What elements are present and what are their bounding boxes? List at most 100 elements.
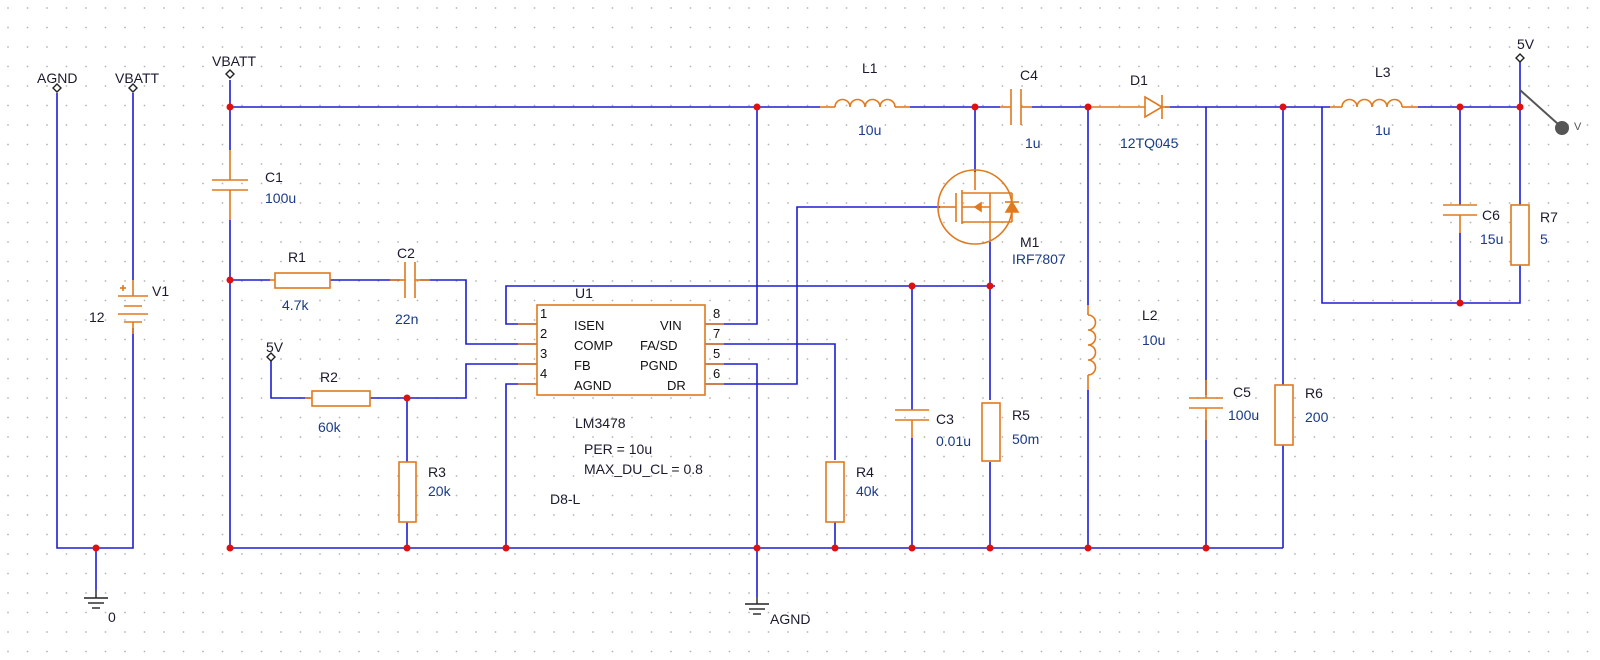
r2-value: 60k (318, 419, 342, 435)
m1-part: IRF7807 (1012, 251, 1066, 267)
junction-dot (908, 544, 916, 552)
capacitor-c1[interactable] (212, 150, 248, 220)
r7-value: 5 (1540, 231, 1548, 247)
resistor-r3[interactable] (398, 461, 417, 523)
wire-pgnd[interactable] (705, 363, 758, 597)
u1-pin2-name: COMP (574, 338, 613, 353)
wire-u1-agnd[interactable] (505, 383, 537, 548)
c5-value: 100u (1228, 407, 1259, 423)
c6-value: 15u (1480, 231, 1503, 247)
l1-value: 10u (858, 122, 881, 138)
u1-ref: U1 (575, 285, 593, 301)
r3-value: 20k (428, 483, 452, 499)
junction-dot (226, 276, 234, 284)
junction-dot (92, 544, 100, 552)
junction-dot (226, 544, 234, 552)
capacitor-c3[interactable] (895, 409, 929, 438)
junction-dot (226, 103, 234, 111)
u1-pin7-num: 7 (713, 326, 720, 341)
port-5v-r2[interactable] (266, 352, 276, 362)
u1-pin6-name: DR (667, 378, 686, 393)
u1-pin3-num: 3 (540, 346, 547, 361)
c3-ref: C3 (936, 411, 954, 427)
u1-pin3-name: FB (574, 358, 591, 373)
resistor-r6[interactable] (1274, 384, 1294, 446)
ground-0-label: 0 (108, 609, 116, 625)
capacitor-c6[interactable] (1443, 204, 1477, 233)
junction-dot (502, 544, 510, 552)
ground-0-icon[interactable] (84, 590, 108, 609)
u1-pin4-num: 4 (540, 366, 547, 381)
wire-dr[interactable] (705, 206, 940, 385)
wire-r2-fb[interactable] (370, 363, 537, 399)
u1-pin1-num: 1 (540, 306, 547, 321)
u1-pin7-name: FA/SD (640, 338, 678, 353)
junction-dot (1084, 103, 1092, 111)
r5-ref: R5 (1012, 407, 1030, 423)
port-agnd-left[interactable] (52, 83, 62, 93)
l1-ref: L1 (862, 60, 878, 76)
wire-vbatt-left[interactable] (96, 93, 134, 549)
diode-d1[interactable] (1090, 95, 1170, 119)
junction-dot (753, 544, 761, 552)
junction-dot (1202, 544, 1210, 552)
junction-dot (1084, 544, 1092, 552)
u1-pin5-name: PGND (640, 358, 678, 373)
u1-pin1-name: ISEN (574, 318, 604, 333)
ground-agnd-icon[interactable] (745, 597, 769, 615)
u1-param-maxdu: MAX_DU_CL = 0.8 (584, 461, 703, 477)
junction-dot (1279, 103, 1287, 111)
resistor-r7[interactable] (1510, 204, 1530, 266)
resistor-r4[interactable] (825, 461, 845, 523)
junction-dot (1456, 299, 1464, 307)
m1-ref: M1 (1020, 234, 1040, 250)
voltage-probe-label: V (1574, 121, 1582, 133)
wire-agnd-left[interactable] (56, 93, 96, 549)
junction-dot (753, 103, 761, 111)
resistor-r5[interactable] (981, 402, 1001, 462)
c6-ref: C6 (1482, 207, 1500, 223)
port-5v-out[interactable] (1515, 53, 1525, 63)
inductor-l1[interactable] (820, 98, 910, 108)
capacitor-c4[interactable] (1000, 89, 1032, 125)
mosfet-m1[interactable] (937, 169, 1020, 245)
wire-fasd[interactable] (705, 343, 836, 548)
c1-value: 100u (265, 190, 296, 206)
r1-ref: R1 (288, 249, 306, 265)
ground-agnd-label: AGND (770, 611, 810, 627)
d1-ref: D1 (1130, 72, 1148, 88)
r3-ref: R3 (428, 464, 446, 480)
r2-ref: R2 (320, 369, 338, 385)
c5-ref: C5 (1233, 384, 1251, 400)
wire-5v-r2[interactable] (270, 360, 310, 399)
r6-value: 200 (1305, 409, 1329, 425)
resistor-r1[interactable] (270, 272, 331, 289)
wire-vin[interactable] (705, 107, 758, 325)
ic-u1[interactable] (518, 304, 724, 396)
v1-value: 12 (89, 309, 105, 325)
inductor-l3[interactable] (1330, 98, 1418, 108)
u1-pin6-num: 6 (713, 366, 720, 381)
u1-pin5-num: 5 (713, 346, 720, 361)
inductor-l2[interactable] (1087, 305, 1097, 390)
port-agnd-left-label: AGND (37, 70, 77, 86)
capacitor-c5[interactable] (1189, 380, 1223, 440)
r6-ref: R6 (1305, 385, 1323, 401)
port-vbatt-left[interactable] (128, 83, 138, 93)
resistor-r2[interactable] (305, 390, 371, 407)
port-vbatt-main[interactable] (225, 69, 235, 79)
v1-ref: V1 (152, 283, 169, 299)
junction-dot (403, 394, 411, 402)
battery-v1[interactable] (118, 280, 148, 334)
r7-ref: R7 (1540, 209, 1558, 225)
wire-c2-comp[interactable] (420, 279, 537, 345)
capacitor-c2[interactable] (390, 262, 430, 298)
voltage-probe-icon[interactable] (1519, 89, 1569, 135)
wires (56, 62, 1521, 597)
c4-value: 1u (1025, 135, 1041, 151)
wire-out-loop[interactable] (1321, 107, 1521, 304)
u1-package: D8-L (550, 491, 581, 507)
r4-value: 40k (856, 483, 880, 499)
l3-ref: L3 (1375, 64, 1391, 80)
